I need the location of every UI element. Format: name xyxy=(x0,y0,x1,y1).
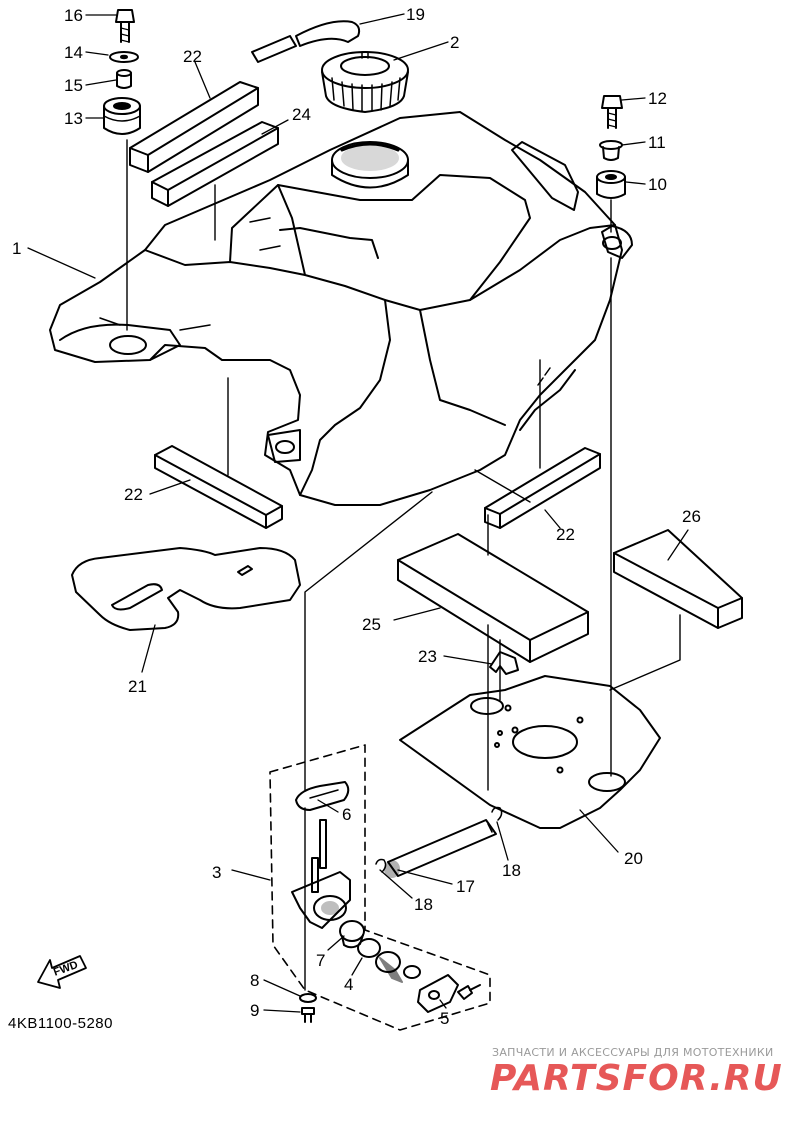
callout-2: 2 xyxy=(450,33,459,52)
plate-21 xyxy=(71,547,301,631)
callout-21: 21 xyxy=(128,677,147,696)
callout-14: 14 xyxy=(64,43,83,62)
bolt-16 xyxy=(115,9,135,43)
o-ring-4 xyxy=(357,938,381,958)
damper-strip-22-top xyxy=(129,81,259,173)
callout-5: 5 xyxy=(440,1009,449,1028)
callout-3: 3 xyxy=(212,863,221,882)
washer-8 xyxy=(299,993,317,1003)
clip-18-b xyxy=(491,806,503,821)
callout-8: 8 xyxy=(250,971,259,990)
callout-17: 17 xyxy=(456,877,475,896)
callout-labels: 1 2 3 4 5 6 7 8 9 10 11 12 13 14 15 16 1… xyxy=(12,5,701,1028)
plate-5 xyxy=(417,974,459,1013)
leader-lines xyxy=(27,13,689,1013)
guide-lines xyxy=(126,139,681,991)
callout-26: 26 xyxy=(682,507,701,526)
damper-strip-22-left xyxy=(154,445,283,529)
callout-23: 23 xyxy=(418,647,437,666)
callout-16: 16 xyxy=(64,6,83,25)
fuel-cock-assembly-box xyxy=(269,744,491,1031)
callout-7: 7 xyxy=(316,951,325,970)
callout-11: 11 xyxy=(648,133,666,152)
damper-strip-22-right xyxy=(484,447,601,529)
fuel-tank xyxy=(49,111,633,506)
callout-20: 20 xyxy=(624,849,643,868)
fuel-cock-body xyxy=(291,819,351,929)
callout-24: 24 xyxy=(292,105,311,124)
callout-10: 10 xyxy=(648,175,667,194)
washer-14 xyxy=(109,51,139,63)
callout-9: 9 xyxy=(250,1001,259,1020)
watermark-tagline: ЗАПЧАСТИ И АКСЕССУАРЫ ДЛЯ МОТОТЕХНИКИ xyxy=(492,1046,774,1059)
callout-12: 12 xyxy=(648,89,667,108)
pad-26 xyxy=(613,529,743,629)
damper-strip-24 xyxy=(151,121,279,207)
collar-15 xyxy=(116,69,132,89)
clip-18-a xyxy=(375,858,387,873)
callout-4: 4 xyxy=(344,975,353,994)
screw-9 xyxy=(301,1007,315,1023)
callout-6: 6 xyxy=(342,805,351,824)
bolt-12 xyxy=(601,95,623,129)
lever-knob xyxy=(375,951,421,983)
pad-25 xyxy=(397,533,589,663)
clip-23 xyxy=(489,651,519,675)
damper-10 xyxy=(596,170,626,199)
gasket-6 xyxy=(295,781,350,811)
screw-5 xyxy=(457,984,481,1000)
part-code: 4KB1100-5280 xyxy=(8,1015,113,1032)
callout-15: 15 xyxy=(64,76,83,95)
fuel-cap xyxy=(321,51,409,113)
callout-22-left: 22 xyxy=(124,485,143,504)
callout-18-a: 18 xyxy=(414,895,433,914)
watermark-logo: PARTSFOR.RU xyxy=(490,1058,783,1099)
callout-22-right: 22 xyxy=(556,525,575,544)
callout-25: 25 xyxy=(362,615,381,634)
fwd-arrow-icon: FWD xyxy=(37,955,87,989)
callout-22-top: 22 xyxy=(183,47,202,66)
callout-1: 1 xyxy=(12,239,21,258)
breather-hose xyxy=(251,20,361,63)
plate-20 xyxy=(399,675,661,829)
callout-13: 13 xyxy=(64,109,83,128)
collar-11 xyxy=(599,140,623,161)
damper-13 xyxy=(103,97,141,135)
fuel-hose-17 xyxy=(384,819,497,878)
callout-18-b: 18 xyxy=(502,861,521,880)
callout-19: 19 xyxy=(406,5,425,24)
